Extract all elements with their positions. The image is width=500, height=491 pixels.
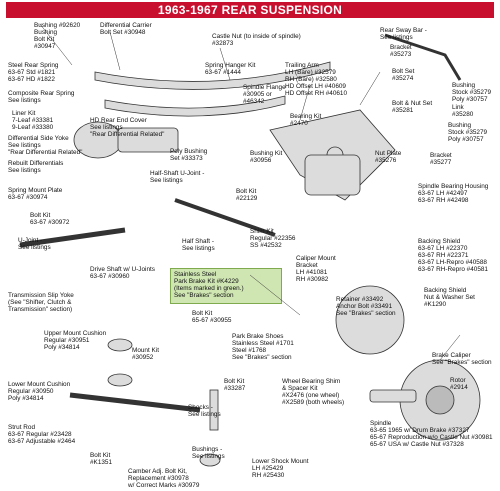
trans-slip-yoke-label: Transmission Slip Yoke(See "Shifter, Clu… — [8, 292, 74, 313]
differential-part — [117, 127, 179, 153]
mount-kit-label: Mount Kit#30952 — [132, 347, 159, 361]
half-shaft-ujoint-label: Half-Shaft U-Joint -See listings — [150, 170, 205, 184]
mount-cushion-part — [107, 338, 133, 352]
shock-part — [209, 389, 219, 431]
mount-cushion-part — [107, 373, 133, 387]
rear-sway-bar-label: Rear Sway Bar -See listings — [380, 27, 427, 41]
spindle-part — [369, 389, 417, 403]
bushing-kit-label: Bushing Kit#30956 — [250, 150, 283, 164]
nut-plate-label: Nut Plate#35276 — [375, 150, 402, 164]
bushing-part — [199, 453, 221, 467]
bolt-set-label: Bolt Set#35274 — [392, 68, 415, 82]
bearing-housing-part — [304, 154, 361, 196]
ujoint-label: U-Joint -See listings — [18, 237, 51, 251]
bolt-kit-33287-label: Bolt Kit#33287 — [224, 378, 246, 392]
bolt-nut-set-label: Bolt & Nut Set#35281 — [392, 100, 433, 114]
half-shaft-label: Half Shaft -See listings — [182, 238, 215, 252]
backing-shield-part — [335, 285, 405, 355]
bolt-kit-k1351-label: Bolt Kit#K1351 — [90, 452, 113, 466]
rotor-label: Rotor#2914 — [450, 377, 468, 391]
leaf-spring-part — [94, 61, 331, 90]
park-brake-kit-callout-box — [170, 268, 282, 304]
strut-rod-part — [69, 392, 201, 413]
bracket-side-label: Bracket#35277 — [430, 152, 452, 166]
bracket-top-label: Bracket#35273 — [390, 44, 412, 58]
spindle-flange-label: Spindle Flange#30905 or#46342 — [243, 84, 286, 105]
page-title: 1963-1967 REAR SUSPENSION — [6, 2, 494, 18]
wheel-bearing-shim-label: Wheel Bearing Shim& Spacer Kit#X2476 (on… — [282, 378, 345, 406]
bushings-label: Bushings -See listings — [192, 446, 225, 460]
shocks-label: Shocks -See listings — [188, 404, 221, 418]
rotor-hub-part — [425, 385, 455, 415]
castle-nut-label: Castle Nut (to inside of spindle)#32873 — [212, 33, 301, 47]
drive-shaft-part — [19, 227, 126, 248]
half-shaft-part — [174, 198, 276, 237]
leaf-spring-part — [104, 95, 286, 117]
bolt-kit-22129-label: Bolt Kit#22129 — [236, 188, 258, 202]
link-label: Link#35280 — [452, 104, 474, 118]
bearing-kit-label: Bearing Kit#2470 — [290, 113, 322, 127]
sway-bar-part — [384, 33, 462, 81]
